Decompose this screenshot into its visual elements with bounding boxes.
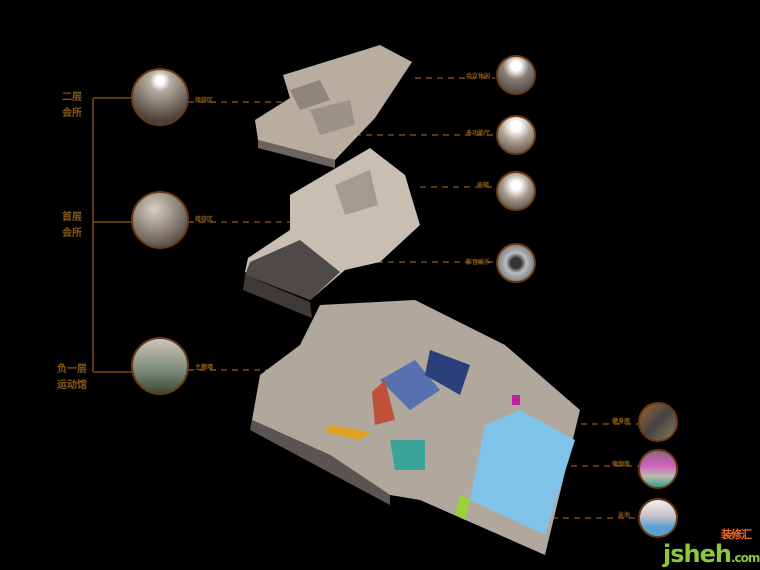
pool-photo bbox=[638, 498, 678, 538]
level-label-basement: 负一层运动馆 bbox=[57, 364, 87, 391]
media-room-photo bbox=[496, 243, 536, 283]
basement-plan bbox=[250, 300, 580, 555]
ground-floor-reception-photo bbox=[131, 191, 189, 249]
basement-feature-wall-photo bbox=[131, 337, 189, 395]
callout-lounge: 会议休闲 bbox=[466, 73, 491, 80]
callout-gym: 健身房 bbox=[612, 418, 631, 425]
callout-basement: 主题墙 bbox=[195, 364, 214, 371]
gym-photo bbox=[638, 402, 678, 442]
leader-lines bbox=[188, 77, 640, 519]
callout-second-floor: 接待区 bbox=[195, 97, 214, 104]
function-hall-photo bbox=[496, 115, 536, 155]
level-label-second-floor: 二层会所 bbox=[62, 92, 82, 119]
lounge-photo bbox=[496, 55, 536, 95]
callout-media-room: 影音娱乐 bbox=[466, 259, 491, 266]
callout-elevator: 电梯 bbox=[477, 182, 490, 189]
second-floor-reception-photo bbox=[131, 68, 189, 126]
ground-floor-plan bbox=[243, 148, 420, 318]
callout-yoga-room: 瑜伽房 bbox=[612, 461, 631, 468]
callout-pool: 泳池 bbox=[618, 512, 631, 519]
level-bracket bbox=[92, 97, 133, 373]
level-label-ground-floor: 首层会所 bbox=[62, 212, 82, 239]
second-floor-plan bbox=[255, 45, 412, 168]
elevator-photo bbox=[496, 171, 536, 211]
yoga-room-photo bbox=[638, 449, 678, 489]
callout-ground-floor: 接待区 bbox=[195, 216, 214, 223]
callout-function-hall: 多功能厅 bbox=[466, 130, 491, 137]
